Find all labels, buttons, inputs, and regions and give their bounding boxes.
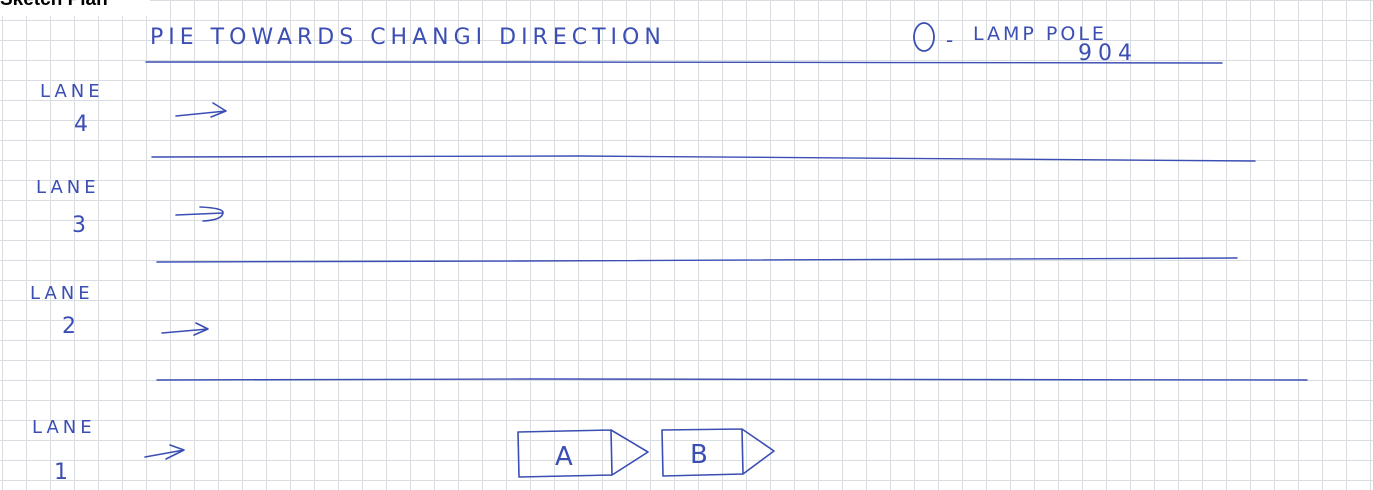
legend-dash: - (946, 28, 953, 52)
vehicle-b-label: B (690, 440, 708, 470)
lane-4-word: LANE (40, 81, 104, 102)
lane-4-direction-arrow (175, 102, 227, 118)
lane-boundary-top (145, 61, 1223, 64)
lane-2-direction-arrow (161, 322, 209, 336)
lane-1-word: LANE (32, 417, 96, 438)
lane-3-word: LANE (36, 177, 100, 198)
vehicle-a-label: A (555, 442, 573, 472)
lane-boundary-3-2 (156, 257, 1238, 263)
road-heading: PIE TOWARDS CHANGI DIRECTION (150, 25, 666, 50)
vehicle-a: A (517, 429, 649, 478)
lamp-pole-symbol (913, 22, 935, 52)
sketch-plan-title-text: Sketch Plan (0, 0, 108, 11)
legend-label: LAMP POLE (973, 23, 1107, 45)
lane-3-direction-arrow (175, 206, 224, 222)
lane-boundary-2-1 (156, 378, 1308, 381)
sketch-plan-title: Sketch Plan (0, 0, 150, 16)
vehicle-a-outline (517, 429, 649, 478)
lane-1-number: 1 (54, 460, 68, 485)
lane-boundary-4-3 (151, 155, 1256, 162)
vehicle-b: B (661, 428, 775, 477)
lane-2-word: LANE (30, 283, 94, 304)
lane-2-number: 2 (62, 314, 76, 339)
vehicle-b-outline (661, 428, 775, 477)
lamp-pole-number: 904 (1078, 41, 1138, 66)
lane-4-number: 4 (74, 112, 88, 137)
lane-1-direction-arrow (144, 444, 185, 460)
lane-3-number: 3 (72, 213, 86, 238)
